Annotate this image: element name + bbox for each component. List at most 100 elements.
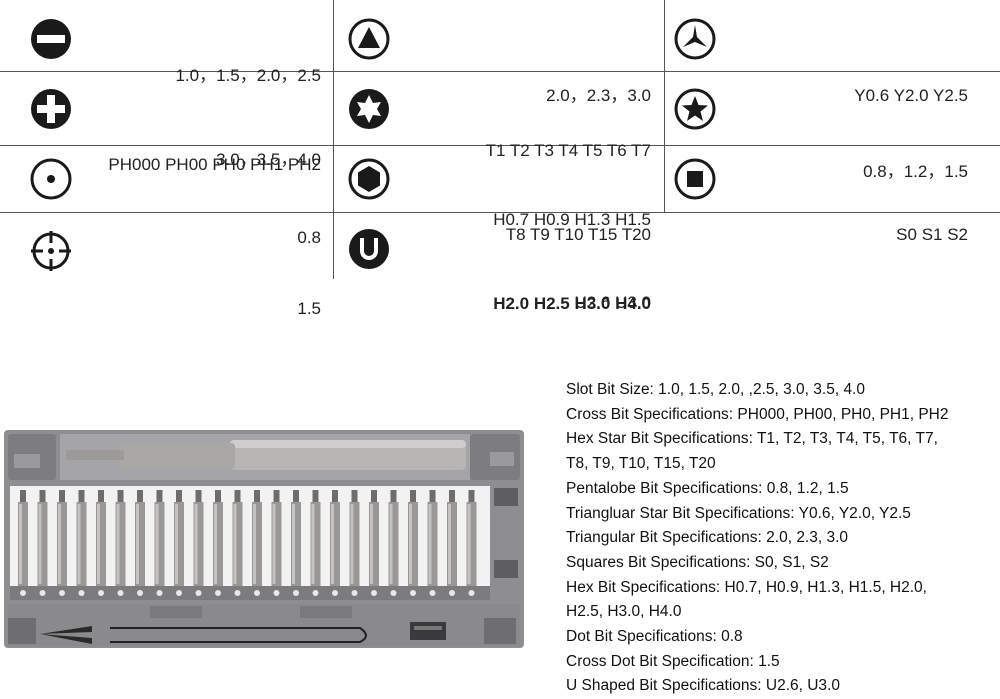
spec-value-line: PH000 PH00 PH0 PH1 PH2 xyxy=(108,155,321,174)
bit-tip xyxy=(195,490,202,504)
bit-highlight xyxy=(253,504,256,584)
spec-line: Dot Bit Specifications: 0.8 xyxy=(566,628,743,646)
bit xyxy=(271,502,282,586)
bit xyxy=(369,502,379,586)
cross-dot-bit-sizes: 1.5 xyxy=(297,239,321,379)
spec-line: U Shaped Bit Specifications: U2.6, U3.0 xyxy=(566,677,840,695)
bit-slot-marker xyxy=(429,590,436,596)
spec-line: Triangular Bit Specifications: 2.0, 2.3,… xyxy=(566,529,849,547)
spec-value-line: T1 T2 T3 T4 T5 T6 T7 xyxy=(485,141,651,160)
bit xyxy=(291,502,301,586)
bit-slot-marker xyxy=(312,590,319,596)
spec-line: Cross Bit Specifications: PH000, PH00, P… xyxy=(566,405,949,423)
bit xyxy=(96,502,106,586)
bit-highlight xyxy=(38,504,42,584)
bit-highlight xyxy=(409,504,412,584)
bit-slot-marker xyxy=(195,590,202,596)
bit-highlight xyxy=(389,504,393,584)
bit-tip xyxy=(20,490,26,504)
bit-tip xyxy=(78,490,85,504)
bit-tip xyxy=(117,490,124,504)
bit-slot-marker xyxy=(98,590,104,596)
bit-slot-marker xyxy=(234,590,241,596)
spec-value-line: 0.8，1.2，1.5 xyxy=(863,162,968,181)
bit-highlight xyxy=(155,504,159,584)
dot-bit-icon xyxy=(30,158,72,200)
bit-highlight xyxy=(77,504,81,584)
spec-value-line: S0 S1 S2 xyxy=(896,225,968,244)
bit-slot-marker xyxy=(39,590,46,596)
cross-dot-bit-icon xyxy=(31,231,71,271)
spec-value-line: 1.0，1.5，2.0，2.5 xyxy=(175,66,321,85)
bit-slot-marker xyxy=(371,590,377,596)
wire-tool xyxy=(110,627,367,643)
grid-divider xyxy=(664,0,665,212)
bit-slot-marker xyxy=(273,590,280,596)
bit-slot-marker xyxy=(449,590,455,596)
spec-value-line: 3.0，3.5，4.0 xyxy=(216,150,321,169)
spec-value-line: H2.0 H2.5 H3.0 H4.0 xyxy=(493,294,651,313)
bit-highlight xyxy=(175,504,178,584)
bit xyxy=(232,502,243,586)
cross-bit-icon xyxy=(31,89,71,129)
bit-highlight xyxy=(448,504,451,584)
spec-line: Cross Dot Bit Specification: 1.5 xyxy=(566,652,780,670)
bit xyxy=(115,502,126,586)
bit-spec-table: 1.0，1.5，2.0，2.5 3.0，3.5，4.0 2.0，2.3，3.0 … xyxy=(0,0,1000,318)
triangular-bit-sizes: 2.0，2.3，3.0 xyxy=(546,26,651,166)
pentalobe-bit-sizes: 0.8，1.2，1.5 xyxy=(863,102,968,242)
bit xyxy=(135,502,145,586)
screwdriver-shaft xyxy=(120,443,235,469)
bit xyxy=(330,502,340,586)
cross-bit-sizes: PH000 PH00 PH0 PH1 PH2 xyxy=(108,95,321,235)
bit-highlight xyxy=(370,504,373,584)
bit-tip xyxy=(332,490,338,504)
bit-tip xyxy=(351,490,358,504)
bit-highlight xyxy=(233,504,237,584)
bit xyxy=(76,502,87,586)
bit-tip xyxy=(371,490,377,504)
grid-divider xyxy=(333,0,334,279)
bit-highlight xyxy=(428,504,432,584)
bit xyxy=(466,502,477,586)
bit xyxy=(388,502,399,586)
tri-wing-bit-sizes: Y0.6 Y2.0 Y2.5 xyxy=(854,26,968,166)
spec-value-line: U2.6 U3.0 xyxy=(574,293,651,312)
bit-highlight xyxy=(311,504,315,584)
bit-slot-marker xyxy=(410,590,416,596)
bit-slot-marker xyxy=(468,590,475,596)
bit-highlight xyxy=(19,504,22,584)
bit-tip xyxy=(390,490,397,504)
spec-value-line: T8 T9 T10 T15 T20 xyxy=(505,225,651,244)
bit-slot-marker xyxy=(117,590,124,596)
hex-bit-icon xyxy=(348,158,390,200)
bit-highlight xyxy=(272,504,276,584)
spec-line: Pentalobe Bit Specifications: 0.8, 1.2, … xyxy=(566,479,849,497)
spec-line: Hex Bit Specifications: H0.7, H0.9, H1.3… xyxy=(566,578,927,596)
bit xyxy=(349,502,360,586)
bit-slot-marker xyxy=(390,590,397,596)
slot-bit-sizes: 1.0，1.5，2.0，2.5 3.0，3.5，4.0 xyxy=(175,6,321,230)
grid-divider xyxy=(0,212,1000,213)
spec-value-line: Y0.6 Y2.0 Y2.5 xyxy=(854,86,968,105)
bit-slot-marker xyxy=(156,590,163,596)
bit-tip xyxy=(98,490,104,504)
pentalobe-bit-icon xyxy=(674,88,716,130)
bit xyxy=(447,502,457,586)
bit-highlight xyxy=(116,504,120,584)
bit xyxy=(310,502,321,586)
bit-slot-marker xyxy=(59,590,65,596)
spec-value-line: 1.5 xyxy=(297,299,321,318)
grid-divider xyxy=(0,145,1000,146)
bit-highlight xyxy=(292,504,295,584)
spec-value-line: 0.8 xyxy=(297,228,321,247)
bit-row xyxy=(18,490,477,586)
spec-value-line: H0.7 H0.9 H1.3 H1.5 xyxy=(493,210,651,229)
bit-tip xyxy=(39,490,46,504)
bit-tip xyxy=(234,490,241,504)
hex-star-bit-sizes: T1 T2 T3 T4 T5 T6 T7 T8 T9 T10 T15 T20 xyxy=(486,81,651,305)
bit-highlight xyxy=(136,504,139,584)
bit xyxy=(213,502,223,586)
square-bit-sizes: S0 S1 S2 xyxy=(896,165,968,305)
bit-highlight xyxy=(194,504,198,584)
